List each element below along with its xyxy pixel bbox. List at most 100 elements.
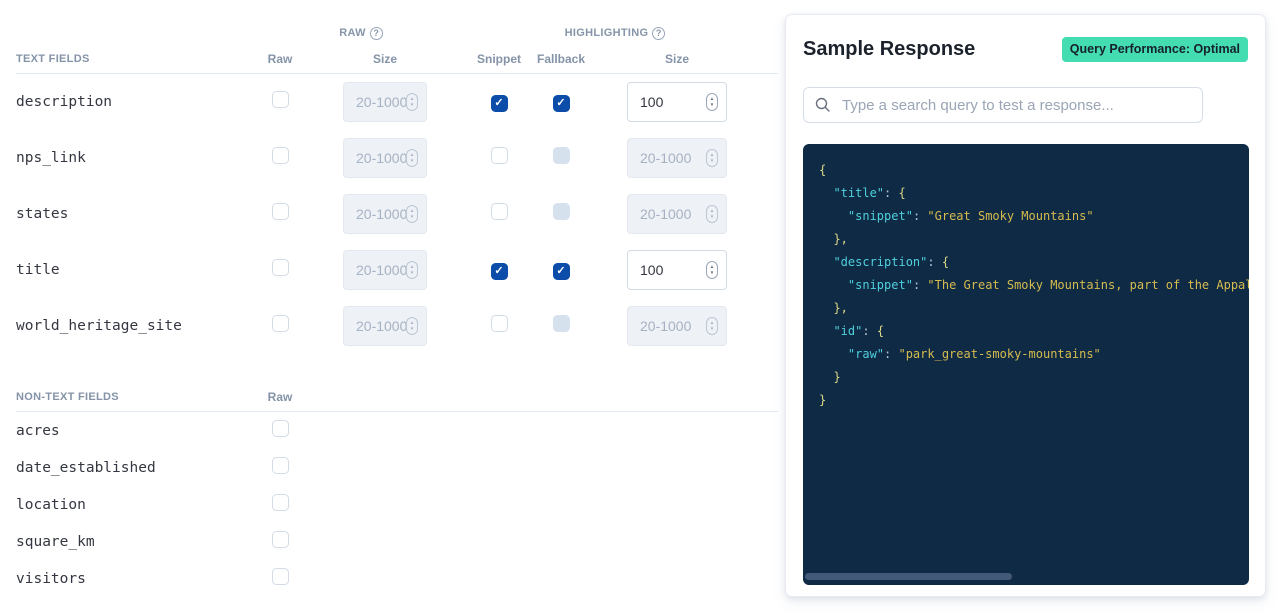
code-line: "snippet": "Great Smoky Mountains" — [819, 209, 1094, 223]
token-key: "description" — [833, 255, 928, 269]
token-ws — [819, 370, 833, 384]
stepper-icon[interactable]: ▲▼ — [706, 261, 718, 279]
stepper-icon: ▲▼ — [406, 317, 418, 335]
raw-checkbox-visitors[interactable] — [271, 567, 289, 585]
token-brace: }, — [833, 232, 848, 246]
search-query-input[interactable] — [803, 87, 1203, 123]
snippet-checkbox-nps_link[interactable] — [490, 147, 508, 164]
cell — [490, 147, 508, 169]
snippet-checkbox-states[interactable] — [490, 203, 508, 220]
table-row-location: location — [16, 486, 778, 523]
cell: ▲▼ — [627, 138, 727, 178]
response-code-block[interactable]: { "title": { "snippet": "Great Smoky Mou… — [803, 144, 1249, 585]
highlighting-help-icon[interactable]: ? — [652, 26, 666, 40]
snippet-checkbox-description[interactable]: ✓ — [490, 94, 508, 112]
code-line: "snippet": "The Great Smoky Mountains, p… — [819, 278, 1249, 292]
token-colon: : — [912, 209, 928, 223]
highlight-size-field-states: ▲▼ — [627, 194, 727, 234]
field-name: location — [16, 496, 86, 513]
check-icon: ✓ — [494, 264, 504, 277]
cell — [490, 203, 508, 225]
cell — [552, 147, 570, 169]
raw-checkbox-description[interactable] — [271, 91, 289, 108]
snippet-column-header: Snippet — [477, 51, 521, 66]
table-row-title: title ▲▼ ✓ ✓ ▲▼ — [16, 242, 778, 298]
raw-checkbox-states[interactable] — [271, 203, 289, 220]
fallback-checkbox-title[interactable]: ✓ — [552, 262, 570, 280]
raw-size-field-description: ▲▼ — [343, 82, 427, 122]
cell — [271, 315, 289, 337]
cell: ✓ — [552, 261, 570, 280]
cell — [271, 567, 289, 590]
token-ws — [819, 209, 848, 223]
stepper-icon: ▲▼ — [406, 205, 418, 223]
raw-size-field-title: ▲▼ — [343, 250, 427, 290]
token-brace: } — [833, 370, 841, 384]
token-brace: } — [819, 393, 827, 407]
cell — [490, 315, 508, 337]
sample-response-card: Sample Response Query Performance: Optim… — [785, 14, 1266, 597]
stepper-icon[interactable]: ▲▼ — [706, 93, 718, 111]
token-colon: : — [927, 255, 942, 269]
raw-checkbox-date_established[interactable] — [271, 456, 289, 474]
highlighting-group-label: HIGHLIGHTING — [564, 27, 649, 39]
table-row-square_km: square_km — [16, 523, 778, 560]
cell — [271, 147, 289, 169]
token-ws — [819, 186, 833, 200]
table-row-states: states▲▼▲▼ — [16, 186, 778, 242]
raw-size-field-title-input — [356, 262, 406, 278]
code-line: "raw": "park_great-smoky-mountains" — [819, 347, 1101, 361]
table-row-date_established: date_established — [16, 449, 778, 486]
text-fields-rows: description▲▼✓✓▲▼nps_link▲▼▲▼states▲▼▲▼t… — [16, 74, 778, 354]
check-icon: ✓ — [556, 264, 566, 277]
text-fields-header-row: TEXT FIELDS Raw Size Snippet Fallback Si… — [16, 50, 778, 67]
raw-help-icon[interactable]: ? — [369, 26, 383, 40]
table-row-acres: acres — [16, 412, 778, 449]
token-ws — [819, 255, 833, 269]
code-line: }, — [819, 232, 848, 246]
fallback-checkbox-world_heritage_site — [552, 315, 570, 332]
field-name: title — [16, 262, 60, 278]
text-fields-section-title: TEXT FIELDS — [16, 52, 90, 65]
cell: ▲▼ — [343, 138, 427, 178]
cell: ▲▼ — [627, 306, 727, 346]
code-line: } — [819, 370, 841, 384]
cell — [271, 419, 289, 442]
token-key: "raw" — [847, 347, 885, 361]
stepper-icon: ▲▼ — [706, 149, 718, 167]
raw-checkbox-world_heritage_site[interactable] — [271, 315, 289, 332]
raw-size-field-states: ▲▼ — [343, 194, 427, 234]
cell: ▲▼ — [343, 250, 427, 290]
highlight-size-field-title-input[interactable] — [640, 262, 706, 278]
highlight-size-field-description[interactable]: ▲▼ — [627, 82, 727, 122]
cell — [271, 203, 289, 225]
sample-response-title: Sample Response — [803, 37, 976, 60]
stepper-icon: ▲▼ — [706, 205, 718, 223]
raw-checkbox-nps_link[interactable] — [271, 147, 289, 164]
token-str: "Great Smoky Mountains" — [927, 209, 1094, 223]
token-key: "title" — [833, 186, 885, 200]
raw-checkbox-acres[interactable] — [271, 419, 289, 437]
token-key: "snippet" — [847, 209, 913, 223]
highlight-size-field-states-input — [640, 206, 706, 222]
snippet-checkbox-title[interactable]: ✓ — [490, 262, 508, 280]
token-ws — [819, 278, 848, 292]
highlight-size-field-title[interactable]: ▲▼ — [627, 250, 727, 290]
snippet-checkbox-world_heritage_site[interactable] — [490, 315, 508, 332]
raw-size-field-nps_link: ▲▼ — [343, 138, 427, 178]
fallback-checkbox-description[interactable]: ✓ — [552, 94, 570, 112]
raw-size-field-description-input — [356, 94, 406, 110]
raw-checkbox-title[interactable] — [271, 259, 289, 276]
token-colon: : — [862, 324, 877, 338]
field-name: visitors — [16, 570, 86, 587]
cell — [552, 315, 570, 337]
raw-checkbox-square_km[interactable] — [271, 530, 289, 548]
horizontal-scrollbar-thumb[interactable] — [805, 573, 1012, 580]
highlight-size-field-nps_link-input — [640, 150, 706, 166]
token-colon: : — [884, 347, 899, 361]
field-name: square_km — [16, 533, 95, 550]
raw-checkbox-location[interactable] — [271, 493, 289, 511]
highlight-size-field-description-input[interactable] — [640, 94, 706, 110]
highlight-size-field-nps_link: ▲▼ — [627, 138, 727, 178]
